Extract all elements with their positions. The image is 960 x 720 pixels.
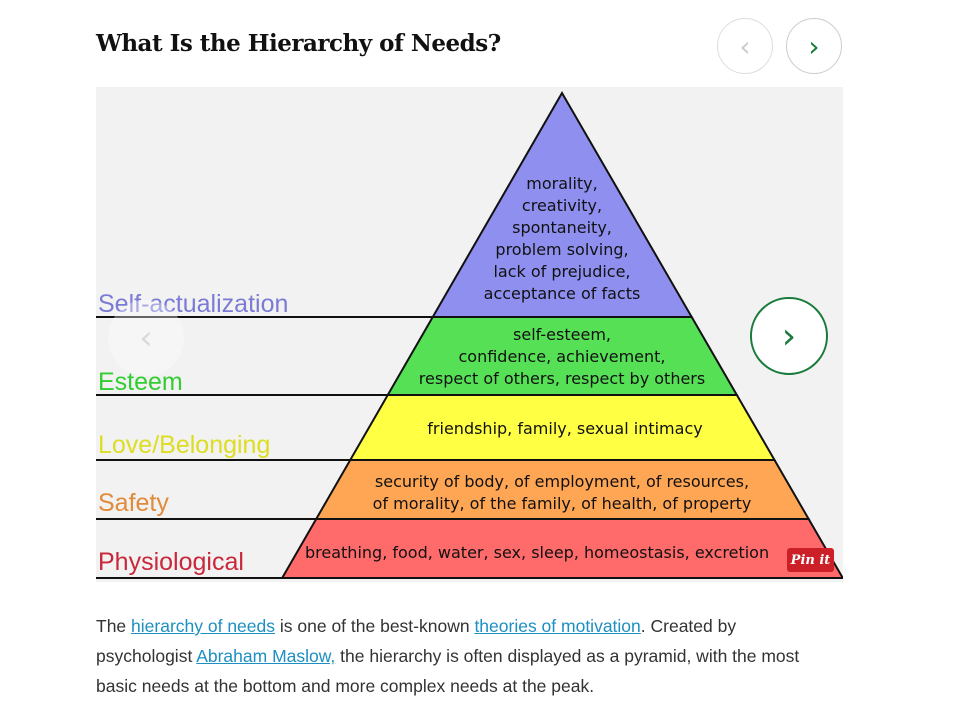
pyramid-svg: morality,creativity,spontaneity,problem … <box>96 91 843 579</box>
intro-paragraph: The hierarchy of needs is one of the bes… <box>96 611 826 701</box>
level-name: Love/Belonging <box>98 431 270 459</box>
pin-it-button[interactable]: Pin it <box>787 548 834 572</box>
text: the hierarchy is often displayed as a py… <box>96 646 800 696</box>
level-name: Self-actualization <box>98 290 288 318</box>
slide-next-button[interactable]: › <box>750 297 828 375</box>
theories-link[interactable]: theories of motivation <box>474 616 641 636</box>
pyramid-level <box>280 518 843 579</box>
level-text: security of body, of employment, of reso… <box>373 472 752 513</box>
text: is one of the best-known <box>275 616 475 636</box>
level-text: self-esteem,confidence, achievement,resp… <box>419 325 705 388</box>
slide-prev-button[interactable]: ‹ <box>108 300 184 376</box>
level-name: Physiological <box>98 548 244 576</box>
text: . Created by psychologist <box>96 616 737 666</box>
next-button[interactable]: › <box>786 18 842 74</box>
hierarchy-link[interactable]: hierarchy of needs <box>131 616 276 636</box>
pyramid-image: morality,creativity,spontaneity,problem … <box>96 87 843 582</box>
page-title: What Is the Hierarchy of Needs? <box>96 30 501 57</box>
text: The <box>96 616 132 636</box>
level-text: morality,creativity,spontaneity,problem … <box>484 174 641 303</box>
level-text: breathing, food, water, sex, sleep, home… <box>305 543 769 562</box>
maslow-link[interactable]: Abraham Maslow, <box>196 646 336 666</box>
level-name: Esteem <box>98 368 183 396</box>
level-text: friendship, family, sexual intimacy <box>427 419 702 438</box>
level-name: Safety <box>98 489 169 517</box>
prev-button[interactable]: ‹ <box>717 18 773 74</box>
